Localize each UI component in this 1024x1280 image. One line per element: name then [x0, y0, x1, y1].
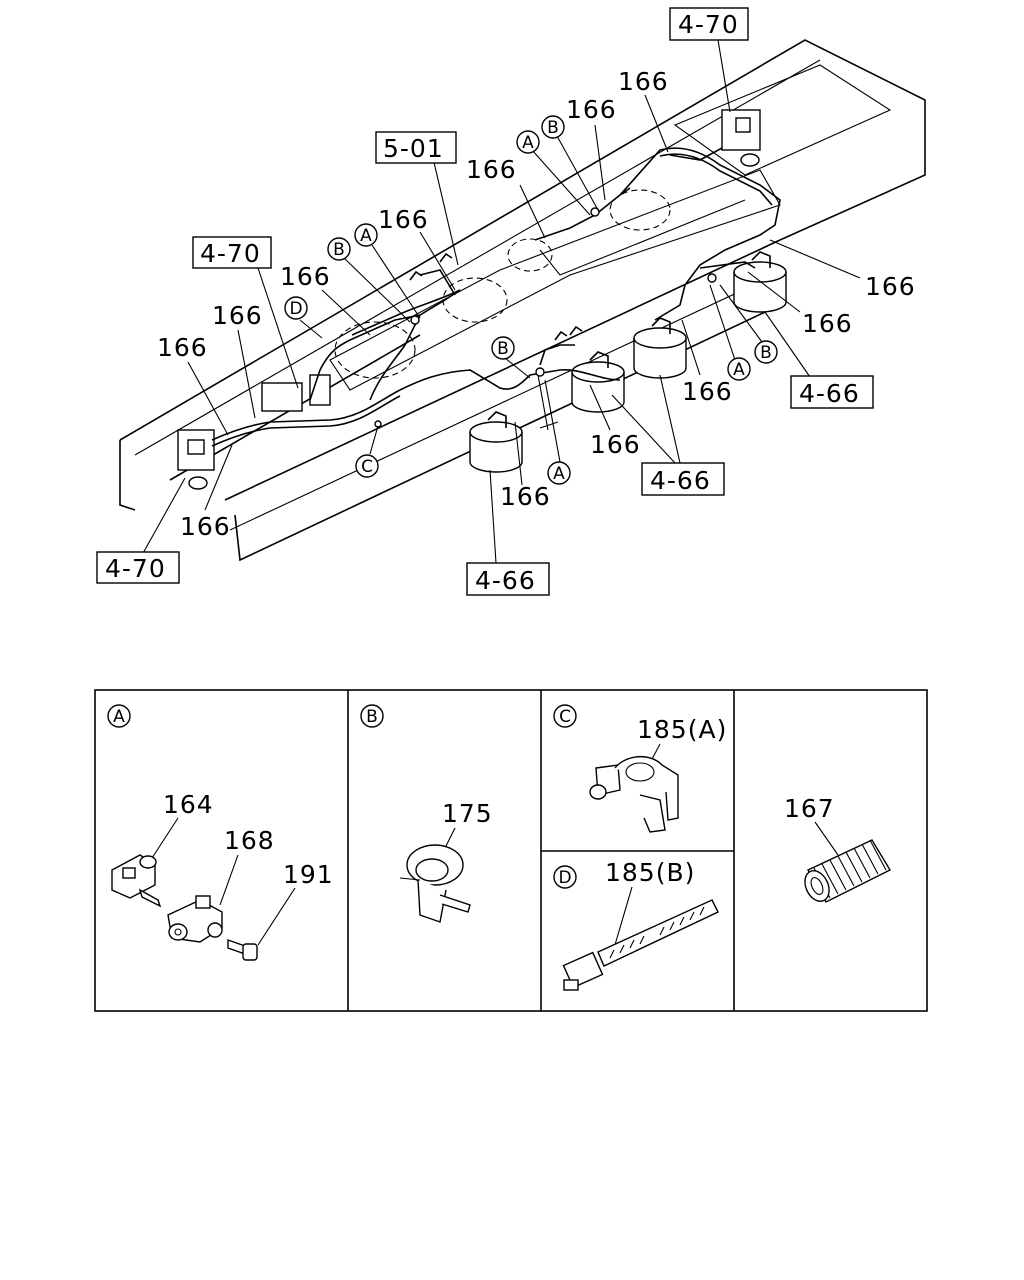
detail-cell-a: A 164 168 191: [107, 704, 334, 961]
air-tanks: [334, 189, 671, 379]
detail-cell-d: D 185(B): [553, 858, 719, 991]
callout-a: A: [360, 226, 372, 246]
circled-callouts: A B A B D B C A A B: [284, 115, 778, 485]
label-191: 191: [283, 860, 334, 889]
callout-a: A: [733, 360, 745, 380]
callout-b: B: [497, 339, 509, 359]
callout-b: B: [333, 240, 345, 260]
cell-callout-d: D: [558, 868, 571, 888]
label-166: 166: [682, 377, 733, 406]
label-166: 166: [180, 512, 231, 541]
callout-b: B: [760, 343, 772, 363]
label-185a: 185(A): [637, 715, 727, 744]
callout-d: D: [289, 299, 302, 319]
label-185b: 185(B): [605, 858, 695, 887]
callout-a: A: [522, 133, 534, 153]
clip-185a: [589, 756, 679, 833]
ref-4-66: 4-66: [799, 379, 860, 408]
page-reference-boxes: 4-70 5-01 4-70 4-70 4-66 4-66 4-66: [96, 7, 874, 596]
detail-cell-c: C 185(A): [553, 704, 727, 833]
ref-4-66: 4-66: [475, 566, 536, 595]
callout-c: C: [361, 457, 373, 477]
detail-cell-b: B 175: [360, 704, 493, 923]
label-164: 164: [163, 790, 214, 819]
clip-175: [399, 844, 471, 923]
label-166: 166: [865, 272, 916, 301]
label-166: 166: [212, 301, 263, 330]
label-166: 166: [280, 262, 331, 291]
callout-b: B: [547, 118, 559, 138]
air-piping: [211, 147, 781, 447]
tee-fitting-168: [167, 895, 223, 943]
part-number-labels: 166 166 166 166 166 166 166 166 166 166 …: [157, 67, 916, 541]
label-166: 166: [566, 95, 617, 124]
cable-tie-185b: [562, 899, 719, 991]
protector-tube-167: [804, 839, 891, 903]
label-166: 166: [466, 155, 517, 184]
detail-cell-167: 167: [784, 794, 891, 903]
detail-table: A 164 168 191: [94, 689, 928, 1012]
air-spring-cylinders: [469, 251, 787, 473]
ref-4-66: 4-66: [650, 466, 711, 495]
bolt-191: [227, 939, 258, 961]
label-166: 166: [378, 205, 429, 234]
ref-5-01: 5-01: [383, 134, 444, 163]
callout-a: A: [553, 464, 565, 484]
elbow-fitting-164: [111, 854, 162, 908]
label-175: 175: [442, 799, 493, 828]
label-168: 168: [224, 826, 275, 855]
label-166: 166: [802, 309, 853, 338]
label-166: 166: [618, 67, 669, 96]
leader-lines: [141, 39, 861, 564]
cell-callout-b: B: [366, 707, 378, 727]
label-166: 166: [157, 333, 208, 362]
label-166: 166: [590, 430, 641, 459]
ref-4-70: 4-70: [678, 10, 739, 39]
cell-callout-a: A: [113, 707, 125, 727]
label-166: 166: [500, 482, 551, 511]
ref-4-70: 4-70: [200, 239, 261, 268]
cell-callout-c: C: [559, 707, 571, 727]
leveling-valves: [177, 109, 761, 490]
label-167: 167: [784, 794, 835, 823]
ref-4-70: 4-70: [105, 554, 166, 583]
